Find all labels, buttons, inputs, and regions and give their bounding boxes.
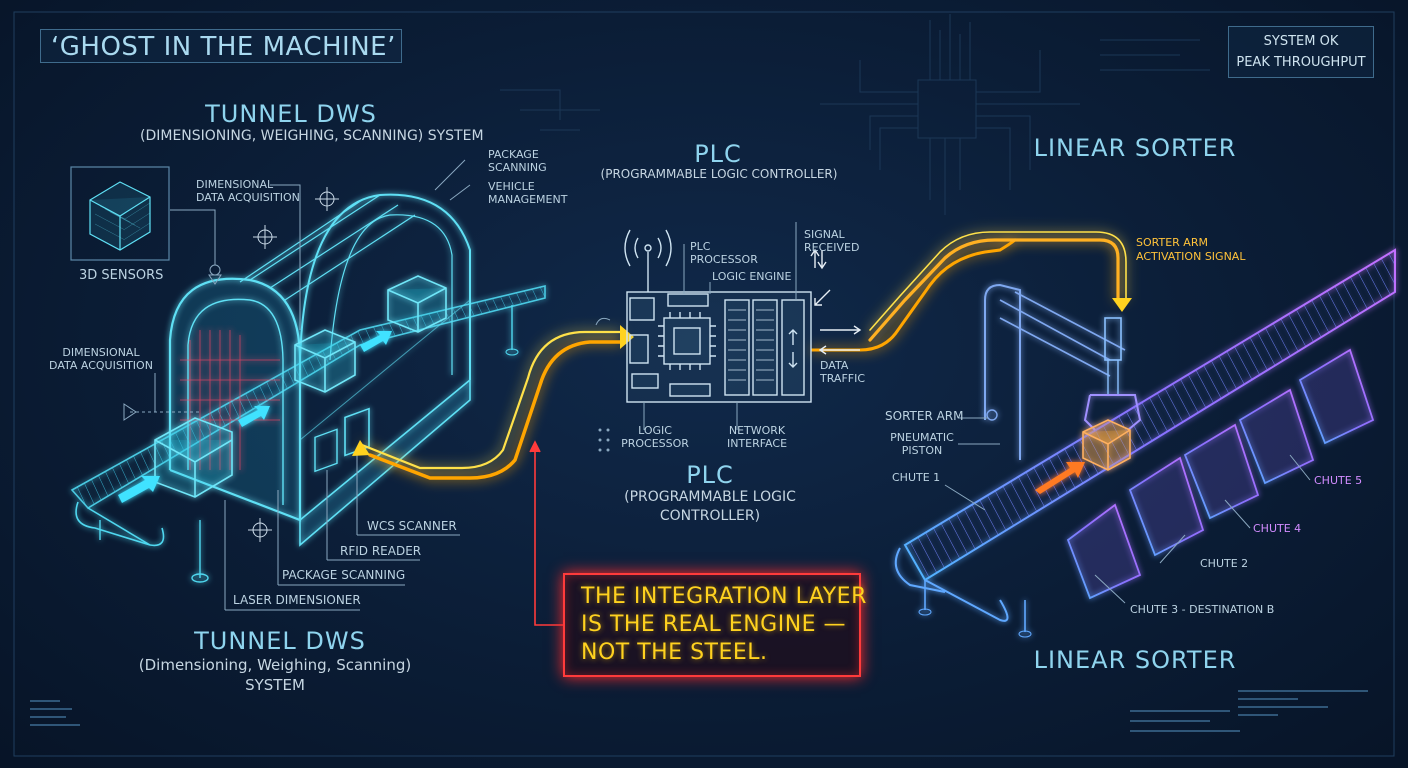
status-line-2: PEAK THROUGHPUT [1236,55,1366,70]
laser-dimensioner-label: LASER DIMENSIONER [233,593,361,607]
pneumatic-piston-label: PNEUMATIC PISTON [890,431,954,457]
rfid-reader-label: RFID READER [340,544,422,558]
decorative-data-ticks [30,690,1368,732]
sorter-title-bottom: LINEAR SORTER [1033,646,1237,674]
chute-2-label: CHUTE 2 [1200,557,1249,570]
sorter-title-top: LINEAR SORTER [1033,134,1237,162]
dws-subtitle-bottom: (Dimensioning, Weighing, Scanning) [138,656,412,674]
plc-title-top: PLC [694,140,742,168]
dws-title-top: TUNNEL DWS [205,100,377,128]
plc-device [626,291,812,403]
sorter-arm-label: SORTER ARM [885,409,964,423]
data-traffic-arrows [810,248,862,355]
logic-engine-label: LOGIC ENGINE [712,270,792,283]
circuit-background [500,14,1210,215]
network-interface-label: NETWORK INTERFACE [726,424,788,450]
dws-title-bottom: TUNNEL DWS [194,627,366,655]
chute-3-label: CHUTE 3 - DESTINATION B [1130,603,1275,616]
3d-sensors-label: 3D SENSORS [79,268,164,283]
linear-sorter-illustration [894,248,1396,638]
plc-subtitle-bottom: (PROGRAMMABLE LOGIC CONTROLLER) [624,489,796,524]
package-scanning-top-label: PACKAGE SCANNING [488,148,547,174]
3d-sensor-box [70,166,170,261]
dim-acq-left-label: DIMENSIONAL DATA ACQUISITION [49,346,153,372]
dws-system-bottom: SYSTEM [245,676,305,694]
chute-1-label: CHUTE 1 [892,471,941,484]
status-panel: SYSTEM OK PEAK THROUGHPUT [1228,26,1374,78]
data-traffic-label: DATA TRAFFIC [820,359,866,385]
chute-5-label: CHUTE 5 [1314,474,1363,487]
crosshair-icons [248,187,339,542]
callout-connector [529,440,563,626]
signal-received-label: SIGNAL RECEIVED [804,228,860,254]
plc-dots [598,428,610,452]
wcs-scanner-label: WCS SCANNER [367,519,457,533]
plc-antenna-icon [624,229,672,292]
frame [13,11,1395,757]
logic-processor-label: LOGIC PROCESSOR [621,424,689,450]
integration-callout: THE INTEGRATION LAYER IS THE REAL ENGINE… [563,573,866,677]
sorter-leader-lines [944,417,1311,604]
chute-4-label: CHUTE 4 [1253,522,1302,535]
plc-leader-lines [595,222,797,430]
plc-processor-label: PLC PROCESSOR [690,240,758,266]
status-line-1: SYSTEM OK [1263,34,1339,49]
signal-paths [360,231,1127,480]
dim-acq-top-label: DIMENSIONAL DATA ACQUISITION [196,178,300,204]
dws-subtitle-top: (DIMENSIONING, WEIGHING, SCANNING) SYSTE… [140,128,484,144]
sorter-activation-label: SORTER ARM ACTIVATION SIGNAL [1136,236,1246,263]
page-title: ‘GHOST IN THE MACHINE’ [40,29,402,63]
package-scanning-label: PACKAGE SCANNING [282,568,406,582]
vehicle-management-label: VEHICLE MANAGEMENT [488,180,568,206]
tunnel-dws-illustration [70,193,546,583]
plc-title-bottom: PLC [686,461,734,489]
plc-subtitle-top: (PROGRAMMABLE LOGIC CONTROLLER) [600,167,838,181]
dws-leader-lines [123,159,471,611]
